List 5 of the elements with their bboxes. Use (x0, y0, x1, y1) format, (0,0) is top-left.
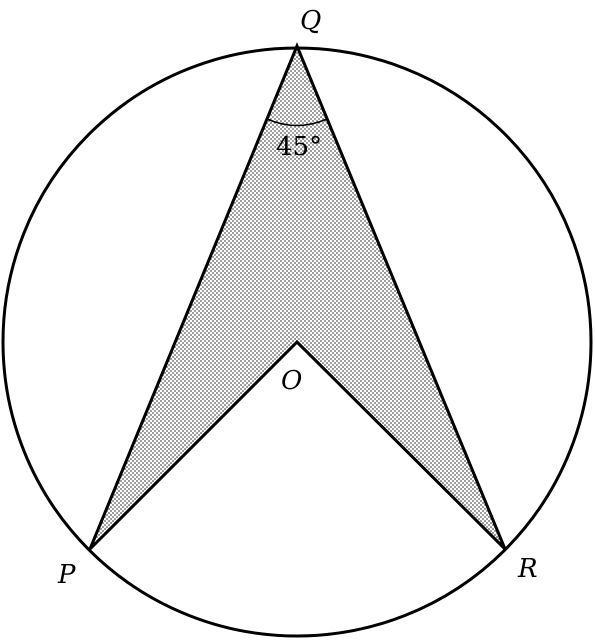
point-label: R (518, 556, 538, 582)
point-label: Q (300, 8, 322, 34)
point-label: P (58, 562, 76, 588)
point-label: O (281, 368, 302, 394)
angle-label: 45° (276, 134, 322, 160)
